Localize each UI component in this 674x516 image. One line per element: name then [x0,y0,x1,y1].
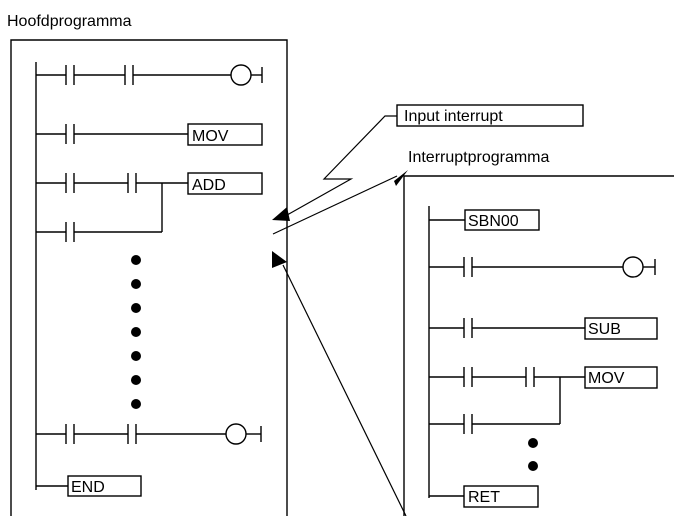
interrupt-jump-lines [272,170,408,516]
instruction-box-sbn00 [464,209,540,231]
jump-arrowhead [394,170,408,186]
int-rung-coil [429,256,656,278]
instruction-ret-label: RET [468,489,500,506]
instruction-sub-label: SUB [588,321,621,338]
instruction-mov2-label: MOV [588,370,625,387]
coil-symbol [622,256,644,278]
interrupt-arrowhead [272,207,290,221]
main-rung-2: MOV [36,123,263,146]
instruction-box-mov [187,123,263,146]
int-continuation-dots [528,438,538,471]
instruction-box-end [67,475,142,497]
coil-symbol [225,423,247,445]
main-rung-end: END [36,475,142,497]
return-arrowhead [272,251,287,268]
instruction-box-sub [584,317,658,340]
input-interrupt-callout: Input interrupt [272,104,584,221]
return-from-interrupt-line [282,264,407,516]
int-rung-mov: MOV [429,366,658,434]
instruction-box-mov-2 [584,366,658,389]
main-program-frame [10,39,288,516]
instruction-mov-label: MOV [192,128,229,145]
main-program-title: Hoofdprogramma [7,13,132,30]
int-rung-sub: SUB [429,317,658,340]
main-rung-3: ADD [36,172,263,242]
main-rung-last [36,423,262,445]
int-rung-ret: RET [429,485,539,508]
input-interrupt-label: Input interrupt [404,108,503,125]
main-continuation-dots [131,255,141,409]
int-rung-sbn: SBN00 [429,209,540,231]
instruction-box-add [187,172,263,195]
instruction-sbn00-label: SBN00 [468,213,519,230]
interrupt-program-title: Interruptprogramma [408,149,549,166]
jump-to-interrupt-line [272,175,398,235]
interrupt-program-frame [403,175,674,516]
instruction-add-label: ADD [192,177,226,194]
instruction-end-label: END [71,479,105,496]
coil-symbol [230,64,252,86]
main-rung-1 [36,64,263,86]
instruction-box-ret [463,485,539,508]
